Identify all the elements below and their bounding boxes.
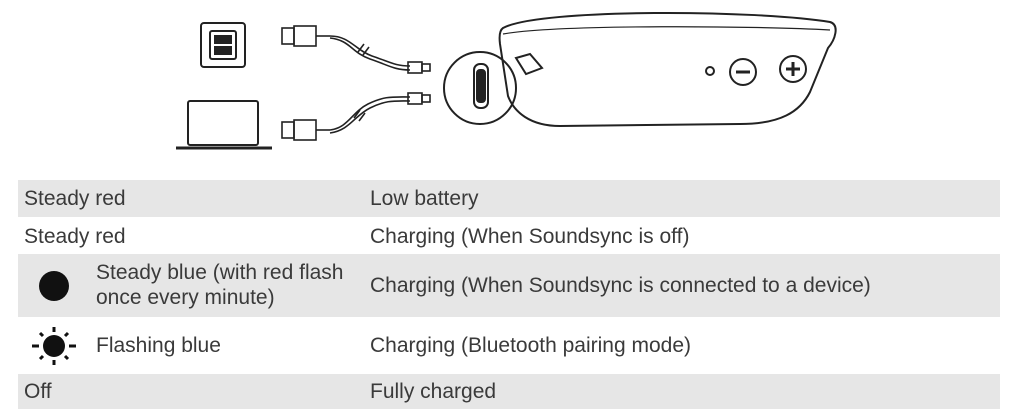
table-row: Off Fully charged bbox=[18, 374, 1000, 409]
solid-dot-icon bbox=[18, 254, 90, 317]
micro-usb-plug-icon bbox=[407, 92, 431, 105]
meaning-text: Charging (Bluetooth pairing mode) bbox=[370, 334, 692, 357]
meaning-text: Fully charged bbox=[370, 380, 497, 403]
status-text: Steady red bbox=[24, 187, 126, 210]
status-text: Flashing blue bbox=[96, 334, 221, 357]
usb-wall-charger-icon bbox=[200, 22, 246, 68]
usb-cable-icon bbox=[281, 25, 411, 71]
led-status-table: Steady red Low battery Steady red Chargi… bbox=[18, 180, 1000, 409]
laptop-icon bbox=[176, 100, 272, 150]
micro-usb-plug-icon bbox=[407, 61, 431, 74]
meaning-text: Charging (When Soundsync is connected to… bbox=[370, 274, 871, 297]
status-text: Steady red bbox=[24, 225, 126, 248]
table-row: Flashing blue Charging (Bluetooth pairin… bbox=[18, 317, 1000, 374]
meaning-text: Charging (When Soundsync is off) bbox=[370, 225, 690, 248]
usb-cable-icon bbox=[281, 96, 411, 141]
table-row: Steady red Charging (When Soundsync is o… bbox=[18, 217, 1000, 254]
charging-illustration bbox=[176, 11, 837, 150]
table-row: Steady red Low battery bbox=[18, 180, 1000, 217]
speaker-device-illustration bbox=[498, 11, 837, 128]
status-text: Off bbox=[24, 380, 52, 403]
table-row: Steady blue (with red flash once every m… bbox=[18, 254, 1000, 317]
meaning-text: Low battery bbox=[370, 187, 479, 210]
port-magnifier bbox=[443, 51, 517, 125]
status-text: Steady blue (with red flash once every m… bbox=[96, 261, 344, 309]
flashing-light-icon bbox=[18, 317, 90, 374]
